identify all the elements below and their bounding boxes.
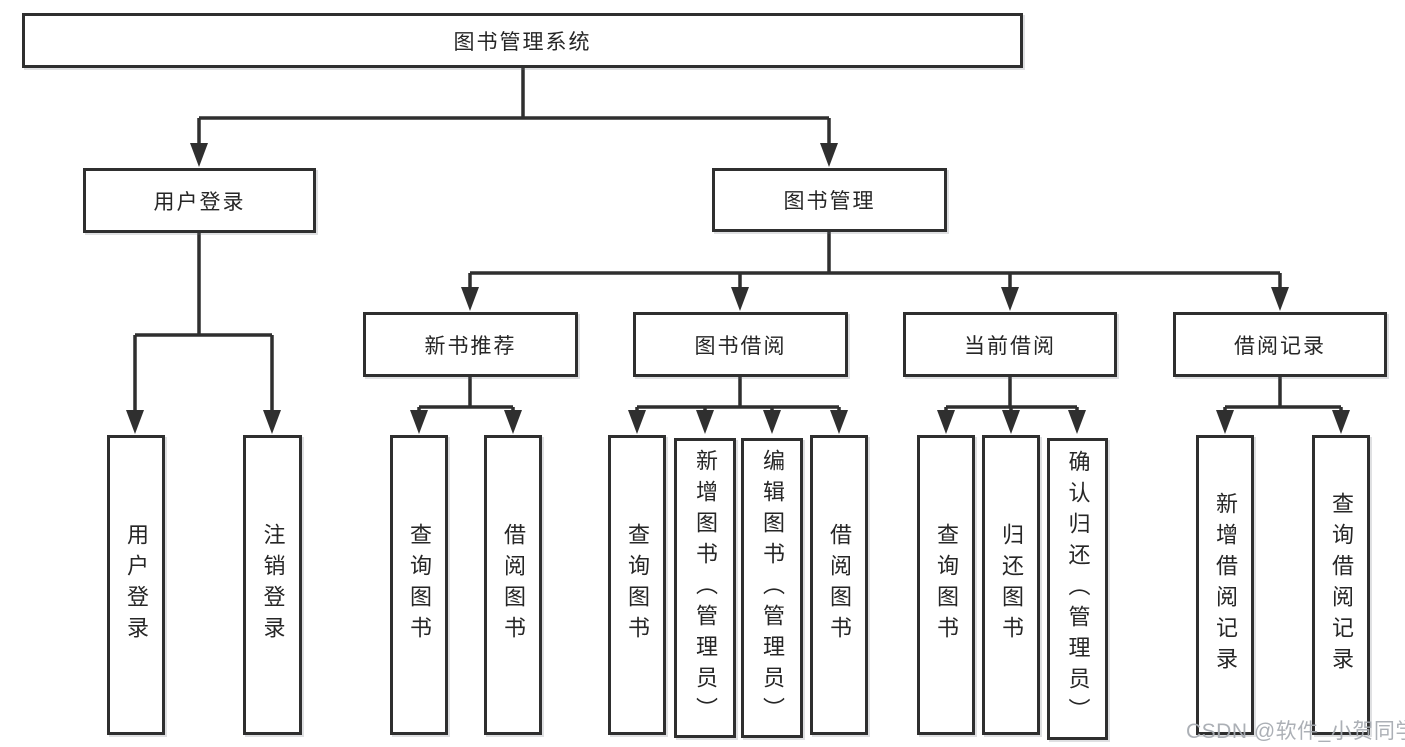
node-label: 图书管理 (783, 190, 876, 213)
connector-current-borrow-branch (944, 377, 1079, 413)
node-label: 新书推荐 (424, 334, 517, 358)
node-label: 查询图书 (625, 523, 650, 647)
node-label: 新增借阅记录 (1213, 492, 1238, 678)
node-book-borrow: 图书借阅 (633, 312, 848, 377)
node-label: 用户登录 (124, 523, 149, 647)
node-label: 编辑图书（管理员） (760, 448, 785, 728)
arrow-down-icon (1068, 410, 1086, 434)
arrow-down-icon (763, 410, 781, 434)
leaf-borrow-books-recommend: 借阅图书 (484, 435, 542, 735)
arrow-down-icon (731, 287, 749, 311)
arrow-down-icon (1002, 410, 1020, 434)
node-current-borrow: 当前借阅 (903, 312, 1117, 377)
node-root-library-system: 图书管理系统 (22, 13, 1023, 68)
node-label: 借阅记录 (1234, 334, 1326, 358)
node-label: 归还图书 (999, 523, 1024, 647)
node-user-login: 用户登录 (83, 168, 316, 233)
csdn-watermark: CSDN @软件_小贺同学 (1186, 720, 1405, 743)
node-label: 图书借阅 (694, 334, 787, 358)
leaf-return-books: 归还图书 (982, 435, 1040, 735)
node-label: 查询借阅记录 (1329, 492, 1354, 678)
arrow-down-icon (263, 410, 281, 434)
arrow-down-icon (410, 410, 428, 434)
leaf-add-books-admin: 新增图书（管理员） (674, 438, 736, 738)
leaf-query-books-current: 查询图书 (917, 435, 975, 735)
arrow-down-icon (696, 410, 714, 434)
node-new-book-recommend: 新书推荐 (363, 312, 578, 377)
node-label: 注销登录 (260, 523, 286, 647)
arrow-down-icon (190, 143, 208, 167)
node-label: 当前借阅 (964, 334, 1056, 358)
node-book-management: 图书管理 (712, 168, 947, 232)
leaf-query-books-borrow: 查询图书 (608, 435, 666, 735)
node-label: 借阅图书 (501, 523, 526, 647)
node-borrow-records: 借阅记录 (1173, 312, 1387, 377)
connector-book-management-branch (468, 232, 1282, 289)
leaf-confirm-return-admin: 确认归还（管理员） (1047, 438, 1108, 740)
connector-root-to-level2 (197, 68, 831, 146)
arrow-down-icon (820, 143, 838, 167)
arrow-down-icon (628, 410, 646, 434)
leaf-query-borrow-record: 查询借阅记录 (1312, 435, 1370, 735)
connector-new-book-branch (417, 377, 515, 413)
arrow-down-icon (1332, 410, 1350, 434)
leaf-borrow-books: 借阅图书 (810, 435, 868, 735)
leaf-logout: 注销登录 (243, 435, 302, 735)
arrow-down-icon (830, 410, 848, 434)
arrow-down-icon (1216, 410, 1234, 434)
connector-borrow-records-branch (1223, 377, 1343, 413)
leaf-edit-books-admin: 编辑图书（管理员） (741, 438, 803, 738)
arrow-down-icon (1271, 287, 1289, 311)
node-label: 查询图书 (407, 523, 432, 647)
leaf-query-books-recommend: 查询图书 (390, 435, 448, 735)
connector-user-login-branch (133, 233, 274, 412)
arrow-down-icon (504, 410, 522, 434)
node-label: 确认归还（管理员） (1065, 449, 1091, 729)
leaf-add-borrow-record: 新增借阅记录 (1196, 435, 1254, 735)
node-label: 用户登录 (153, 190, 246, 214)
arrow-down-icon (126, 410, 144, 434)
node-label: 新增图书（管理员） (693, 448, 718, 728)
arrow-down-icon (937, 410, 955, 434)
arrowhead-icons (126, 143, 1350, 434)
arrow-down-icon (461, 287, 479, 311)
connector-book-borrow-branch (635, 377, 841, 413)
node-label: 图书管理系统 (453, 30, 592, 54)
arrow-down-icon (1001, 287, 1019, 311)
node-label: 查询图书 (934, 523, 959, 647)
leaf-user-login: 用户登录 (107, 435, 165, 735)
node-label: 借阅图书 (827, 523, 852, 647)
